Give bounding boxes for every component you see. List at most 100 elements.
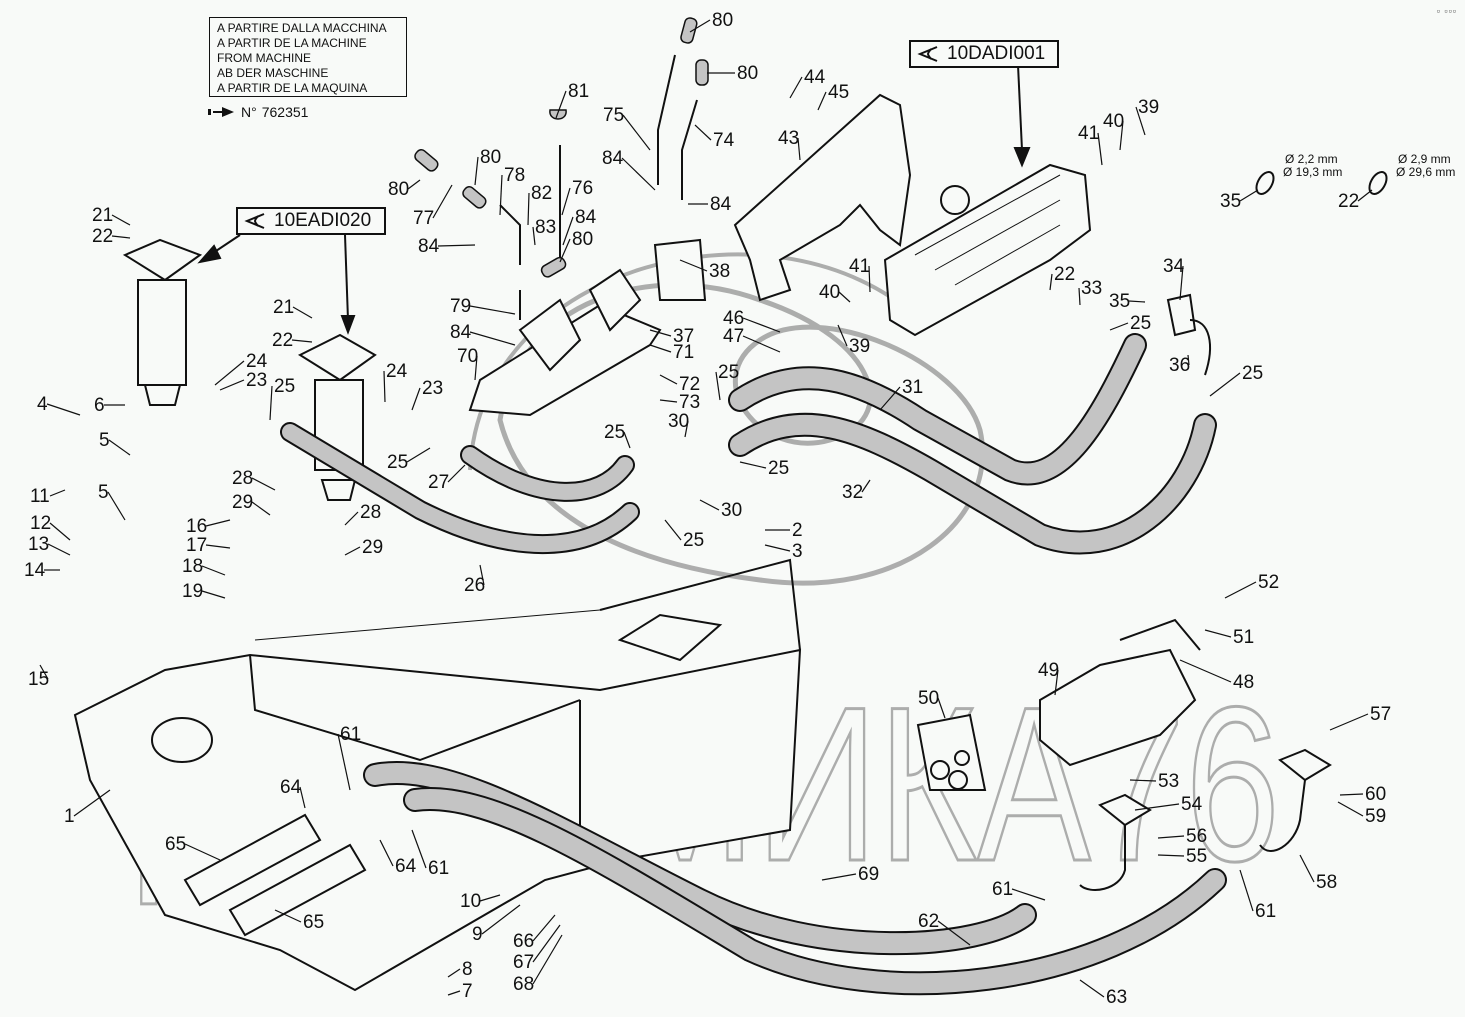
part-callout-82: 82: [531, 183, 552, 204]
leader-lines: [39, 19, 1373, 998]
oring-22-section: Ø 2,9 mm: [1398, 152, 1451, 166]
leader-line: [764, 544, 791, 552]
part-callout-1: 1: [64, 806, 75, 827]
part-callout-84: 84: [575, 207, 597, 228]
joystick-control: [468, 238, 707, 417]
part-callout-25: 25: [387, 452, 408, 473]
part-callout-79: 79: [450, 296, 471, 317]
part-callout-15: 15: [28, 669, 49, 690]
part-callout-80: 80: [480, 147, 501, 168]
leader-line: [649, 329, 672, 337]
leader-line: [479, 894, 501, 902]
part-callout-17: 17: [186, 535, 207, 556]
leader-line: [562, 216, 574, 246]
leader-line: [469, 305, 516, 315]
leader-line: [406, 447, 431, 463]
leader-line: [47, 543, 71, 556]
part-callout-25: 25: [768, 458, 789, 479]
levers: [499, 54, 698, 320]
serial-applicability-note: A PARTIRE DALLA MACCHINA A PARTIR DE LA …: [209, 17, 407, 97]
part-callout-67: 67: [513, 952, 534, 973]
leader-line: [1224, 581, 1257, 599]
leader-line: [1079, 979, 1105, 998]
leader-line: [694, 124, 712, 141]
part-callout-35: 35: [1109, 291, 1130, 312]
leader-line: [532, 914, 556, 942]
leader-line: [1134, 803, 1180, 811]
leader-line: [659, 374, 678, 385]
leader-line: [49, 489, 66, 497]
part-callout-7: 7: [462, 981, 473, 1002]
leader-line: [739, 461, 767, 469]
part-callout-10: 10: [460, 891, 481, 912]
leader-line: [622, 114, 651, 151]
note-line-de: AB DER MASCHINE: [217, 66, 329, 80]
leader-line: [437, 244, 476, 247]
leader-line: [689, 19, 711, 33]
reference-code: 10DADI001: [947, 43, 1046, 64]
leader-line: [344, 546, 361, 556]
part-callout-23: 23: [422, 378, 443, 399]
leader-line: [407, 179, 421, 190]
leader-line: [679, 259, 708, 272]
leader-line: [532, 226, 536, 246]
leader-line: [1209, 372, 1241, 397]
part-callout-25: 25: [718, 362, 739, 383]
part-callout-29: 29: [362, 537, 383, 558]
part-callout-33: 33: [1081, 278, 1102, 299]
part-callout-80: 80: [712, 10, 733, 31]
part-callout-29: 29: [232, 492, 253, 513]
leader-line: [111, 235, 131, 239]
leader-line: [1078, 287, 1081, 306]
part-callout-61: 61: [428, 858, 449, 879]
leader-line: [861, 479, 871, 493]
leader-line: [251, 501, 271, 516]
part-callout-19: 19: [182, 581, 203, 602]
leader-line: [699, 499, 720, 511]
part-callout-28: 28: [232, 468, 253, 489]
reference-arrows: [197, 64, 1031, 335]
serial-arrow-icon: [208, 107, 234, 117]
part-callout-80: 80: [388, 179, 409, 200]
leader-line: [201, 565, 226, 576]
oring-35-section: Ø 2,2 mm: [1285, 152, 1338, 166]
leader-line: [1299, 854, 1315, 883]
part-callout-43: 43: [778, 128, 799, 149]
leader-line: [789, 76, 803, 99]
leader-line: [447, 464, 466, 483]
oring-spec-35: Ø 2,2 mm Ø 19,3 mm: [1255, 152, 1342, 195]
part-callout-12: 12: [30, 513, 51, 534]
leader-line: [1239, 869, 1254, 912]
part-callout-77: 77: [413, 208, 434, 229]
leader-line: [1109, 322, 1129, 331]
reference-link-10EADI020[interactable]: 10EADI020: [236, 207, 386, 235]
leader-line: [664, 519, 682, 541]
part-callout-25: 25: [683, 530, 704, 551]
view-reference-icon: [917, 46, 938, 62]
part-callout-34: 34: [1163, 256, 1185, 277]
part-callout-69: 69: [858, 864, 879, 885]
part-callout-50: 50: [918, 688, 939, 709]
part-callout-24: 24: [246, 351, 268, 372]
part-callout-31: 31: [902, 377, 923, 398]
part-callout-57: 57: [1370, 704, 1391, 725]
part-callout-73: 73: [679, 392, 700, 413]
leader-line: [1129, 779, 1157, 782]
leader-line: [742, 335, 781, 353]
leader-line: [527, 192, 530, 226]
leader-line: [1135, 106, 1146, 136]
leader-line: [1179, 265, 1184, 301]
leader-line: [205, 519, 231, 527]
part-callout-53: 53: [1158, 771, 1179, 792]
part-callout-55: 55: [1186, 846, 1207, 867]
leader-line: [532, 934, 563, 985]
part-callout-84: 84: [450, 322, 472, 343]
part-callout-18: 18: [182, 556, 203, 577]
leader-line: [474, 156, 479, 186]
part-callout-84: 84: [602, 148, 624, 169]
part-callout-22: 22: [92, 226, 113, 247]
reference-link-10DADI001[interactable]: 10DADI001: [909, 40, 1059, 68]
